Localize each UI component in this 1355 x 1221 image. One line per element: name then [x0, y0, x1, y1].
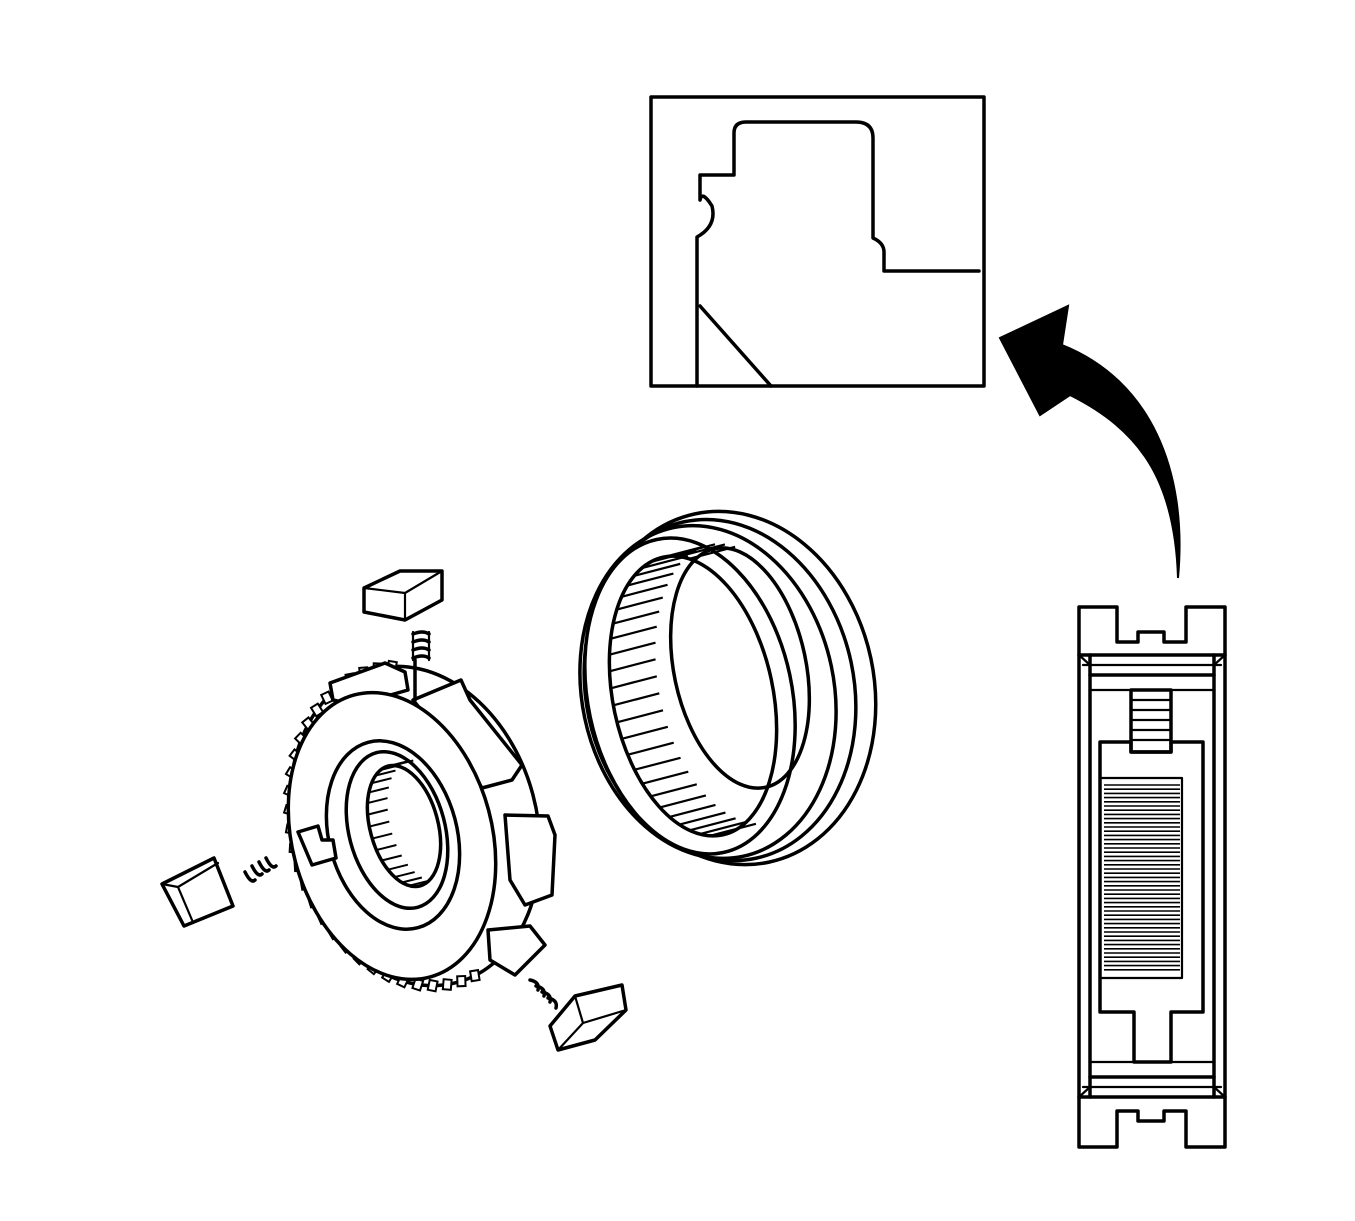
- shift-key: [548, 983, 628, 1052]
- key-spring: [411, 630, 431, 702]
- synchronizer-hub: [282, 659, 557, 993]
- arrow-icon: [998, 304, 1181, 579]
- shift-key: [160, 856, 235, 928]
- key-spring: [243, 856, 278, 883]
- sleeve-cross-section: [1077, 605, 1227, 1149]
- hub-splines: [367, 759, 430, 887]
- key-spring: [528, 978, 559, 1010]
- sleeve-teeth: [1104, 784, 1180, 971]
- synchronizer-sleeve: [578, 509, 878, 867]
- shift-key: [362, 569, 444, 622]
- detail-inset: [649, 95, 986, 388]
